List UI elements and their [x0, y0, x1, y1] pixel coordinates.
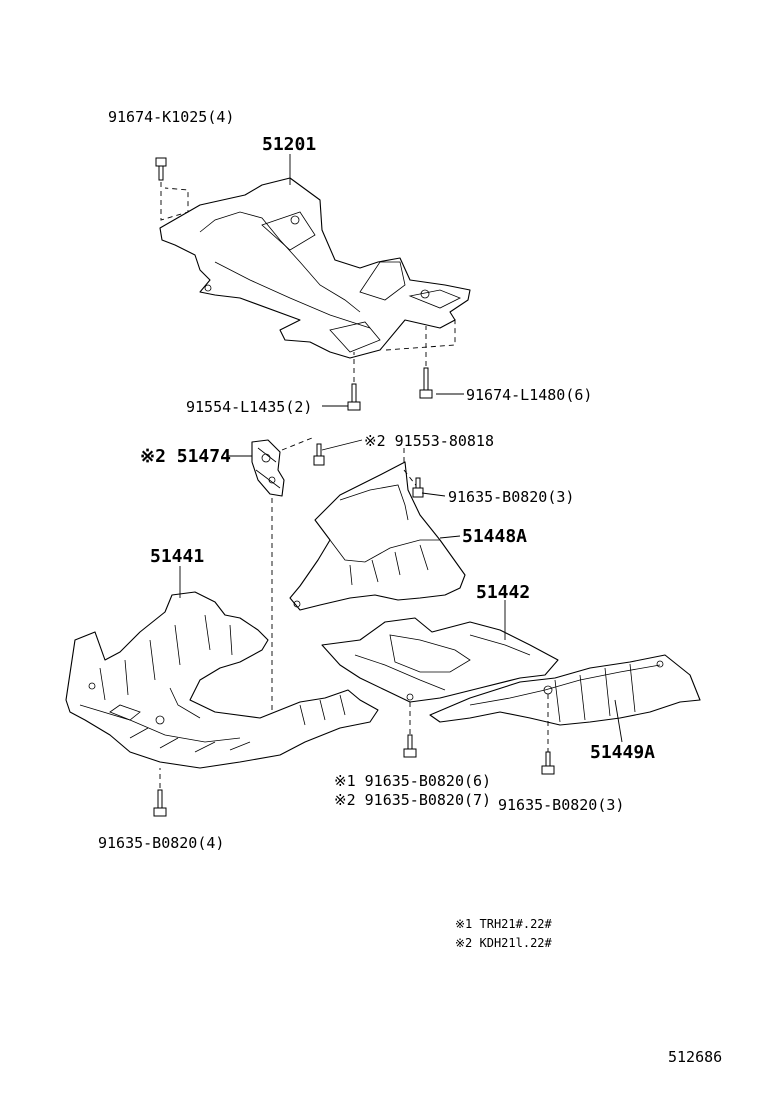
- label-91635-B0820-3-upper: 91635-B0820(3): [448, 488, 574, 506]
- crossmember-51201: [159, 177, 471, 359]
- label-91635-B0820-7: ※2 91635-B0820(7): [334, 791, 491, 809]
- bolt-91635-B0820-upper-icon: [412, 477, 424, 498]
- bolt-91553-80818-icon: [313, 443, 325, 466]
- leader-dash: [160, 182, 189, 221]
- bolt-91635-B0820-center-icon: [403, 734, 417, 758]
- under-cover-51441: [65, 591, 379, 769]
- note-2: ※2 KDH21l.22#: [455, 936, 553, 950]
- label-91674-L1480: 91674-L1480(6): [466, 386, 592, 404]
- bolt-91635-B0820-right-icon: [541, 751, 555, 775]
- leader-line: [421, 492, 446, 497]
- note-1: ※1 TRH21#.22#: [455, 917, 553, 931]
- bolt-91674-K1025-icon: [155, 157, 167, 181]
- label-91635-B0820-3-lower: 91635-B0820(3): [498, 796, 624, 814]
- bracket-51474: [251, 439, 285, 497]
- leader-dash: [385, 318, 456, 366]
- leader-line: [439, 535, 461, 539]
- side-cover-51449A: [429, 654, 701, 726]
- bolt-91635-B0820-left-icon: [153, 789, 167, 817]
- label-51449A: 51449A: [590, 742, 655, 763]
- label-91635-B0820-6: ※1 91635-B0820(6): [334, 772, 491, 790]
- leader-line: [614, 699, 623, 743]
- leader-line: [321, 439, 363, 451]
- panel-51442: [321, 617, 559, 703]
- label-51474: ※2 51474: [140, 446, 231, 467]
- label-91674-K1025: 91674-K1025(4): [108, 108, 234, 126]
- bolt-91554-L1435-icon: [347, 383, 361, 411]
- label-91635-B0820-4: 91635-B0820(4): [98, 834, 224, 852]
- leader-dash: [281, 437, 313, 451]
- label-91554-L1435: 91554-L1435(2): [186, 398, 312, 416]
- label-91553-80818: ※2 91553-80818: [364, 432, 494, 450]
- label-51201: 51201: [262, 134, 316, 155]
- cover-51448A: [289, 461, 466, 611]
- label-51441: 51441: [150, 546, 204, 567]
- label-51448A: 51448A: [462, 526, 527, 547]
- bolt-91674-L1480-icon: [419, 367, 433, 399]
- label-51442: 51442: [476, 582, 530, 603]
- diagram-id: 512686: [668, 1048, 722, 1066]
